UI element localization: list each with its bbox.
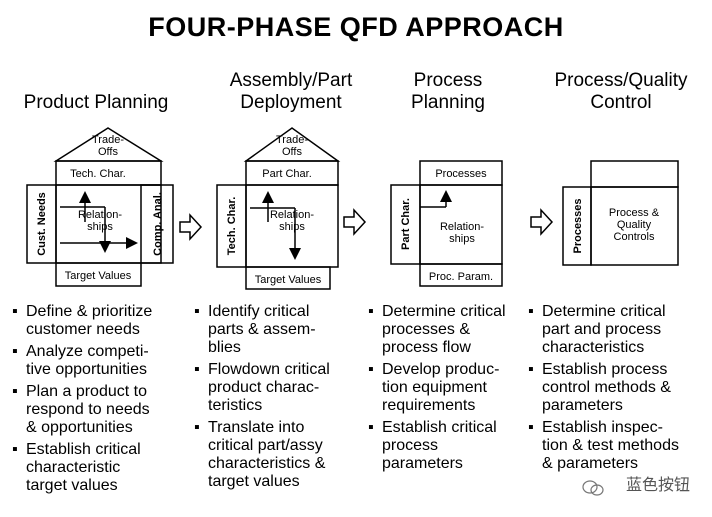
p2-center-l1: Relation- [270,209,314,221]
list-item: ▪Establish critical process parameters [368,419,497,472]
phase-1-bottom-bar [55,262,142,287]
phase-1-bottom-label: Target Values [65,270,132,282]
bullet-icon: ▪ [528,303,534,320]
main-title: FOUR-PHASE QFD APPROACH [148,12,564,42]
list-item: ▪Develop produc- tion equipment requirem… [368,361,500,414]
phase-4-title: Process/Quality Control [554,70,688,113]
phase-4-center [590,186,679,266]
list-item: ▪Analyze competi- tive opportunities [12,343,149,378]
phase-3-bottom-bar [419,263,503,287]
list-item: ▪Identify critical parts & assem- blies [194,303,316,356]
bullet-icon: ▪ [368,419,374,436]
phase-1-center-label: Relation-ships [78,209,122,233]
bullet-icon: ▪ [12,383,18,400]
phase-4-bullets: ▪Determine critical part and process cha… [528,303,708,477]
phase-3-matrix [390,160,503,287]
bullet-icon: ▪ [12,343,18,360]
p1-roof-l2: Offs [98,146,118,158]
phase-1-roof-label: Trade-Offs [92,134,124,158]
p1-center-l1: Relation- [78,209,122,221]
list-item: ▪Determine critical processes & process … [368,303,506,356]
phase-4-left-label: Processes [572,198,584,253]
phase-1-right-bar [140,184,174,264]
phase-2-bottom-label: Target Values [255,274,322,286]
phase-1-title: Product Planning [23,92,169,113]
phase-4-top-bar [590,160,679,188]
phase-arrow-1 [179,213,203,241]
bullet-icon: ▪ [528,361,534,378]
phase-1-left-label: Cust. Needs [36,192,48,256]
phase-1-bullets: ▪Define & prioritize customer needs ▪Ana… [12,303,192,499]
p3-center-l1: Relation- [440,221,484,233]
p1-center-l2: ships [87,221,113,233]
phase-arrow-2 [343,208,367,236]
phase-arrow-3 [530,208,554,236]
bullet-icon: ▪ [368,361,374,378]
phase-2-bullets: ▪Identify critical parts & assem- blies … [194,303,364,495]
phase-4-matrix [562,160,679,266]
bullet-icon: ▪ [194,419,200,436]
phase-2-top-label: Part Char. [262,168,312,180]
watermark-text: 蓝色按钮 [625,475,690,494]
list-item: ▪Translate into critical part/assy chara… [194,419,326,490]
p2-roof-l2: Offs [282,146,302,158]
phase-2-roof-label: Trade-Offs [276,134,308,158]
list-item: ▪Establish inspec- tion & test methods &… [528,419,679,472]
list-item: ▪Establish process control methods & par… [528,361,671,414]
bullet-icon: ▪ [194,303,200,320]
bullet-icon: ▪ [12,303,18,320]
list-item: ▪Establish critical characteristic targe… [12,441,141,494]
phase-3-title: Process Planning [411,70,485,113]
phase-3-left-label: Part Char. [400,198,412,250]
p4-center-l1: Process & [609,207,660,219]
list-item: ▪Plan a product to respond to needs & op… [12,383,150,436]
list-item: ▪Flowdown critical product charac- teris… [194,361,330,414]
p3-center-l2: ships [449,233,475,245]
bullet-icon: ▪ [12,441,18,458]
bullet-icon: ▪ [194,361,200,378]
phase-2-bottom-bar [245,266,331,290]
bullet-icon: ▪ [528,419,534,436]
phase-2-center-label: Relation-ships [270,209,314,233]
phase-1-top-label: Tech. Char. [70,168,126,180]
phase-3-bottom-label: Proc. Param. [429,271,493,283]
p1-roof-l1: Trade- [92,134,124,146]
p4-center-l2: Quality [617,219,652,231]
phase-1-matrix [26,127,174,287]
phase-2-matrix [216,127,341,290]
phase-3-bullets: ▪Determine critical processes & process … [368,303,533,477]
bullet-icon: ▪ [368,303,374,320]
phase-1-right-label: Comp. Anal. [152,192,164,256]
p2-center-l2: ships [279,221,305,233]
list-item: ▪Determine critical part and process cha… [528,303,666,356]
phase-3-top-label: Processes [435,168,487,180]
list-item: ▪Define & prioritize customer needs [12,303,153,338]
phase-2-left-label: Tech. Char. [226,197,238,255]
p4-center-l3: Controls [614,231,655,243]
p2-roof-l1: Trade- [276,134,308,146]
phase-3-center-label: Relation-ships [440,221,484,245]
wechat-icon [582,480,604,496]
phase-2-title: Assembly/Part Deployment [229,70,353,113]
